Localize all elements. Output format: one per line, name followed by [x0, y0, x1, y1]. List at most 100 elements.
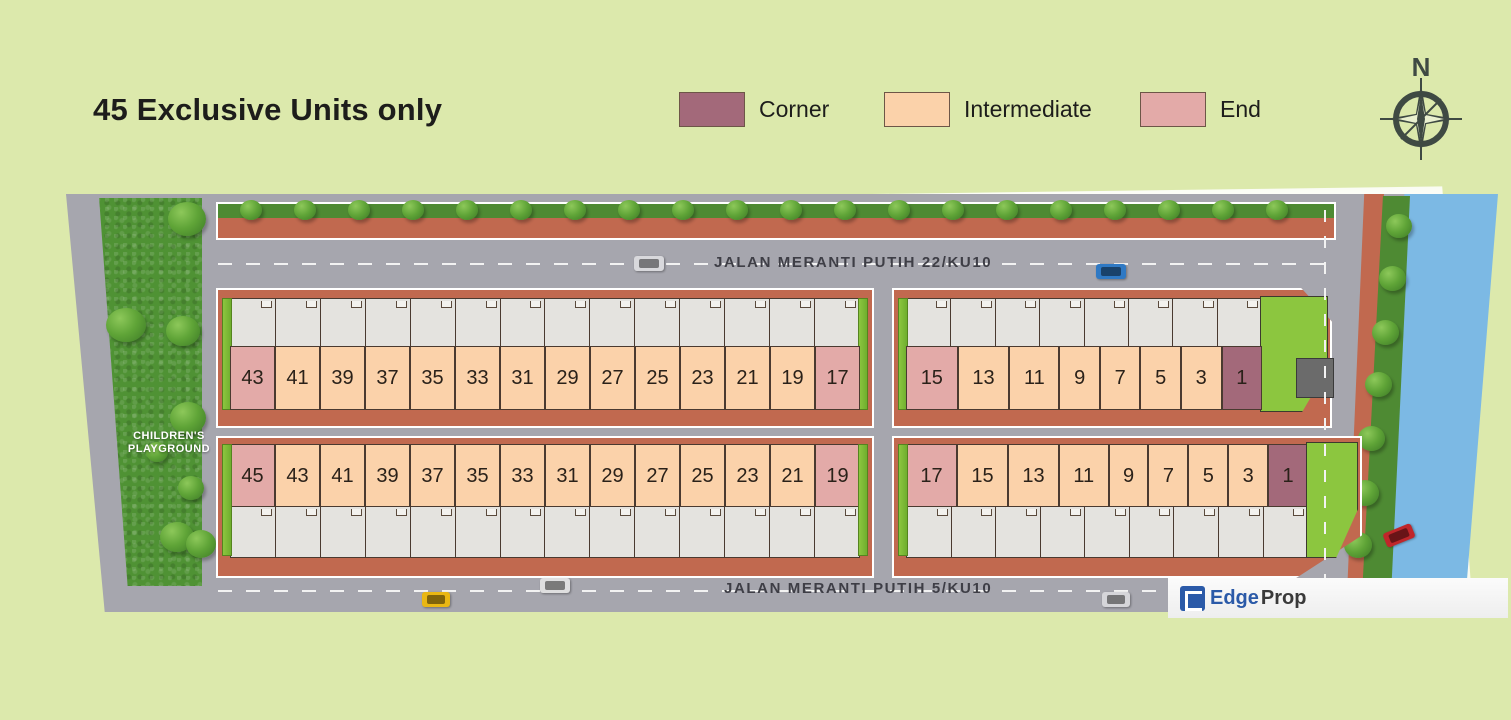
roof-cell	[456, 507, 501, 557]
tree-icon	[1379, 266, 1406, 291]
unit-43[interactable]: 43	[275, 444, 320, 508]
unit-7[interactable]: 7	[1148, 444, 1189, 508]
unit-17[interactable]: 17	[815, 346, 860, 410]
unit-19[interactable]: 19	[770, 346, 815, 410]
tree-icon	[834, 200, 856, 220]
tree-icon	[240, 200, 262, 220]
unit-37[interactable]: 37	[365, 346, 410, 410]
unit-7[interactable]: 7	[1099, 346, 1141, 410]
legend-item-intermediate: Intermediate	[884, 92, 1092, 127]
unit-29[interactable]: 29	[545, 346, 590, 410]
unit-27[interactable]: 27	[590, 346, 635, 410]
unit-35[interactable]: 35	[410, 346, 455, 410]
unit-41[interactable]: 41	[275, 346, 320, 410]
tree-icon	[1372, 320, 1399, 345]
unit-19[interactable]: 19	[815, 444, 860, 508]
roof-cell	[411, 507, 456, 557]
unit-21[interactable]: 21	[770, 444, 815, 508]
unit-43[interactable]: 43	[230, 346, 275, 410]
edgeprop-watermark: Edge Prop	[1168, 578, 1508, 618]
tree-icon	[456, 200, 478, 220]
tree-icon	[726, 200, 748, 220]
unit-1[interactable]: 1	[1221, 346, 1263, 410]
unit-17[interactable]: 17	[906, 444, 958, 508]
roof-cell	[725, 507, 771, 557]
site-plan-map: CHILDREN'S PLAYGROUND	[26, 168, 1498, 628]
legend-label-intermediate: Intermediate	[964, 96, 1092, 122]
road-lane-marking	[218, 590, 1338, 592]
playground-label: CHILDREN'S PLAYGROUND	[114, 430, 224, 456]
unit-31[interactable]: 31	[545, 444, 590, 508]
unit-39[interactable]: 39	[320, 346, 365, 410]
tree-icon	[1158, 200, 1180, 220]
unit-25[interactable]: 25	[680, 444, 725, 508]
road-label-jalan-5: JALAN MERANTI PUTIH 5/KU10	[724, 580, 993, 597]
roof-cell	[770, 507, 815, 557]
roof-cell	[231, 299, 276, 347]
unit-1[interactable]: 1	[1268, 444, 1309, 508]
tree-icon	[1358, 426, 1385, 451]
roof-cell	[1174, 507, 1219, 557]
unit-23[interactable]: 23	[680, 346, 725, 410]
unit-23[interactable]: 23	[725, 444, 770, 508]
roof-cell	[815, 507, 859, 557]
roof-cell	[366, 299, 411, 347]
roof-cell	[1085, 299, 1129, 347]
unit-33[interactable]: 33	[500, 444, 545, 508]
unit-13[interactable]: 13	[1008, 444, 1060, 508]
unit-15[interactable]: 15	[957, 444, 1009, 508]
unit-11[interactable]: 11	[1009, 346, 1060, 410]
unit-41[interactable]: 41	[320, 444, 365, 508]
tree-icon	[186, 530, 216, 558]
unit-15[interactable]: 15	[906, 346, 958, 410]
unit-9[interactable]: 9	[1059, 346, 1100, 410]
unit-29[interactable]: 29	[590, 444, 635, 508]
roof-cell	[321, 507, 366, 557]
roof-cell	[276, 507, 321, 557]
legend-swatch-end	[1140, 92, 1206, 127]
unit-3[interactable]: 3	[1180, 346, 1222, 410]
legend-item-end: End	[1140, 92, 1261, 127]
tree-icon	[672, 200, 694, 220]
unit-45[interactable]: 45	[230, 444, 275, 508]
compass-rose-glyph	[1380, 78, 1462, 160]
legend-swatch-corner	[679, 92, 745, 127]
roof-cell	[366, 507, 411, 557]
block-bottom-left-green-east	[858, 444, 868, 556]
tree-icon	[402, 200, 424, 220]
tree-icon	[1050, 200, 1072, 220]
roof-cell	[770, 299, 815, 347]
roof-cell	[231, 507, 276, 557]
roof-cell	[590, 507, 636, 557]
unit-37[interactable]: 37	[410, 444, 455, 508]
unit-31[interactable]: 31	[500, 346, 545, 410]
unit-9[interactable]: 9	[1108, 444, 1149, 508]
roof-cell	[1264, 507, 1308, 557]
legend-label-end: End	[1220, 96, 1261, 122]
unit-5[interactable]: 5	[1140, 346, 1181, 410]
tree-icon	[996, 200, 1018, 220]
roof-cell	[1218, 299, 1261, 347]
watermark-brand-first: Edge	[1210, 586, 1259, 609]
road-lane-marking	[1324, 210, 1326, 590]
unit-5[interactable]: 5	[1188, 444, 1229, 508]
unit-21[interactable]: 21	[725, 346, 770, 410]
unit-27[interactable]: 27	[635, 444, 680, 508]
playground-label-line1: CHILDREN'S	[133, 430, 205, 442]
unit-35[interactable]: 35	[455, 444, 500, 508]
block-bottom-left-green-west	[222, 444, 232, 556]
block-top-left-roofs	[230, 298, 860, 348]
map-canvas: CHILDREN'S PLAYGROUND	[40, 180, 1498, 616]
block-bottom-right-roofs	[906, 506, 1308, 558]
unit-25[interactable]: 25	[635, 346, 680, 410]
unit-39[interactable]: 39	[365, 444, 410, 508]
unit-13[interactable]: 13	[957, 346, 1010, 410]
unit-33[interactable]: 33	[455, 346, 500, 410]
unit-3[interactable]: 3	[1228, 444, 1269, 508]
watermark-brand-second: Prop	[1260, 586, 1307, 609]
roof-cell	[501, 507, 546, 557]
tree-icon	[510, 200, 532, 220]
unit-11[interactable]: 11	[1059, 444, 1109, 508]
tree-icon	[942, 200, 964, 220]
